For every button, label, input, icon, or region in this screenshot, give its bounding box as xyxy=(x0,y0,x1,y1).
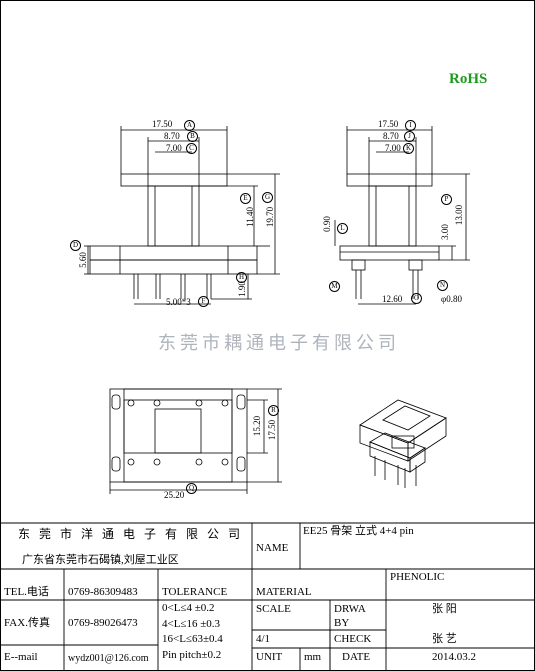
tolerance-1: 0<L≤4 ±0.2 xyxy=(162,602,215,614)
scale-value: 4/1 xyxy=(256,633,271,645)
dim-front-pitch: 5.00*3 xyxy=(166,297,191,307)
tolerance-4: Pin pitch±0.2 xyxy=(162,649,222,661)
callout-n: N xyxy=(437,280,448,291)
dim-side-width-inner: 7.00 xyxy=(385,143,401,153)
callout-b: B xyxy=(187,131,198,142)
material-label: MATERIAL xyxy=(256,586,312,598)
dim-front-width-inner: 7.00 xyxy=(166,143,182,153)
email-value: wydz001@126.com xyxy=(68,653,149,664)
company-address: 广东省东莞市石碣镇,刘屋工业区 xyxy=(22,554,179,566)
dim-side-pin-diameter: φ0.80 xyxy=(441,294,462,304)
callout-q: Q xyxy=(186,483,197,494)
side-view xyxy=(334,126,470,305)
callout-l: L xyxy=(337,223,348,234)
title-block: 东 莞 市 洋 通 电 子 有 限 公 司 广东省东莞市石碣镇,刘屋工业区 NA… xyxy=(0,523,535,671)
fax-label: FAX.传真 xyxy=(4,617,50,629)
dim-bottom-depth-1: 15.20 xyxy=(252,415,263,437)
unit-label: UNIT xyxy=(256,651,283,663)
dim-side-flange: 0.90 xyxy=(321,216,332,232)
checked-by: 张 艺 xyxy=(432,633,457,645)
callout-p: P xyxy=(441,194,452,205)
name-label: NAME xyxy=(256,542,289,554)
dim-side-h-total: 13.00 xyxy=(454,204,465,226)
check-label: CHECK xyxy=(334,633,372,645)
callout-e: E xyxy=(240,193,251,204)
callout-g: G xyxy=(262,192,273,203)
date-label: DATE xyxy=(342,651,371,663)
tolerance-2: 4<L≤16 ±0.3 xyxy=(162,618,220,630)
fax-value: 0769-89026473 xyxy=(68,617,138,629)
tel-label: TEL.电话 xyxy=(4,586,49,598)
callout-j: J xyxy=(404,131,415,142)
dim-front-width-mid: 8.70 xyxy=(164,131,180,141)
unit-value: mm xyxy=(304,651,322,663)
email-label: E--mail xyxy=(4,651,38,663)
tolerance-3: 16<L≤63±0.4 xyxy=(162,633,223,645)
tel-value: 0769-86309483 xyxy=(68,586,138,598)
rohs-mark: RoHS xyxy=(449,71,488,87)
callout-d: D xyxy=(70,240,81,251)
tolerance-label: TOLERANCE xyxy=(162,586,228,598)
callout-a: A xyxy=(184,120,195,131)
company-name: 东 莞 市 洋 通 电 子 有 限 公 司 xyxy=(18,527,244,541)
material-value: PHENOLIC xyxy=(390,571,445,583)
dim-bottom-length: 25.20 xyxy=(164,490,185,500)
drawn-by: 张 阳 xyxy=(432,603,457,615)
callout-o: O xyxy=(411,293,422,304)
date-value: 2014.03.2 xyxy=(432,651,476,663)
dim-front-width-total: 17.50 xyxy=(152,119,173,129)
scale-label: SCALE xyxy=(256,603,291,615)
callout-r: R xyxy=(268,405,279,416)
dim-front-height-2: 19.70 xyxy=(265,206,276,228)
callout-f: F xyxy=(198,296,209,307)
dim-side-h-small: 3.00 xyxy=(439,224,450,240)
bottom-view xyxy=(109,388,282,494)
part-name: EE25 骨架 立式 4+4 pin xyxy=(303,525,414,537)
dim-side-width-total: 17.50 xyxy=(378,119,399,129)
callout-h: H xyxy=(236,272,247,283)
title-block-grid xyxy=(0,522,535,671)
company-watermark: 东莞市耦通电子有限公司 xyxy=(158,333,400,353)
drawn-label-2: BY xyxy=(334,617,350,629)
callout-k: K xyxy=(403,143,414,154)
dim-front-base: 5.60 xyxy=(77,252,88,268)
isometric-view xyxy=(359,399,447,488)
callout-i: I xyxy=(405,120,416,131)
drawn-label-1: DRWA xyxy=(334,603,366,615)
dim-front-height-1: 11.40 xyxy=(244,207,255,227)
dim-bottom-depth-2: 17.50 xyxy=(267,419,278,441)
dim-side-width-mid: 8.70 xyxy=(383,131,399,141)
callout-m: M xyxy=(329,281,340,292)
callout-c: C xyxy=(186,143,197,154)
dim-side-pin-span: 12.60 xyxy=(382,294,403,304)
dim-front-pin-length: 1.90 xyxy=(236,281,247,297)
